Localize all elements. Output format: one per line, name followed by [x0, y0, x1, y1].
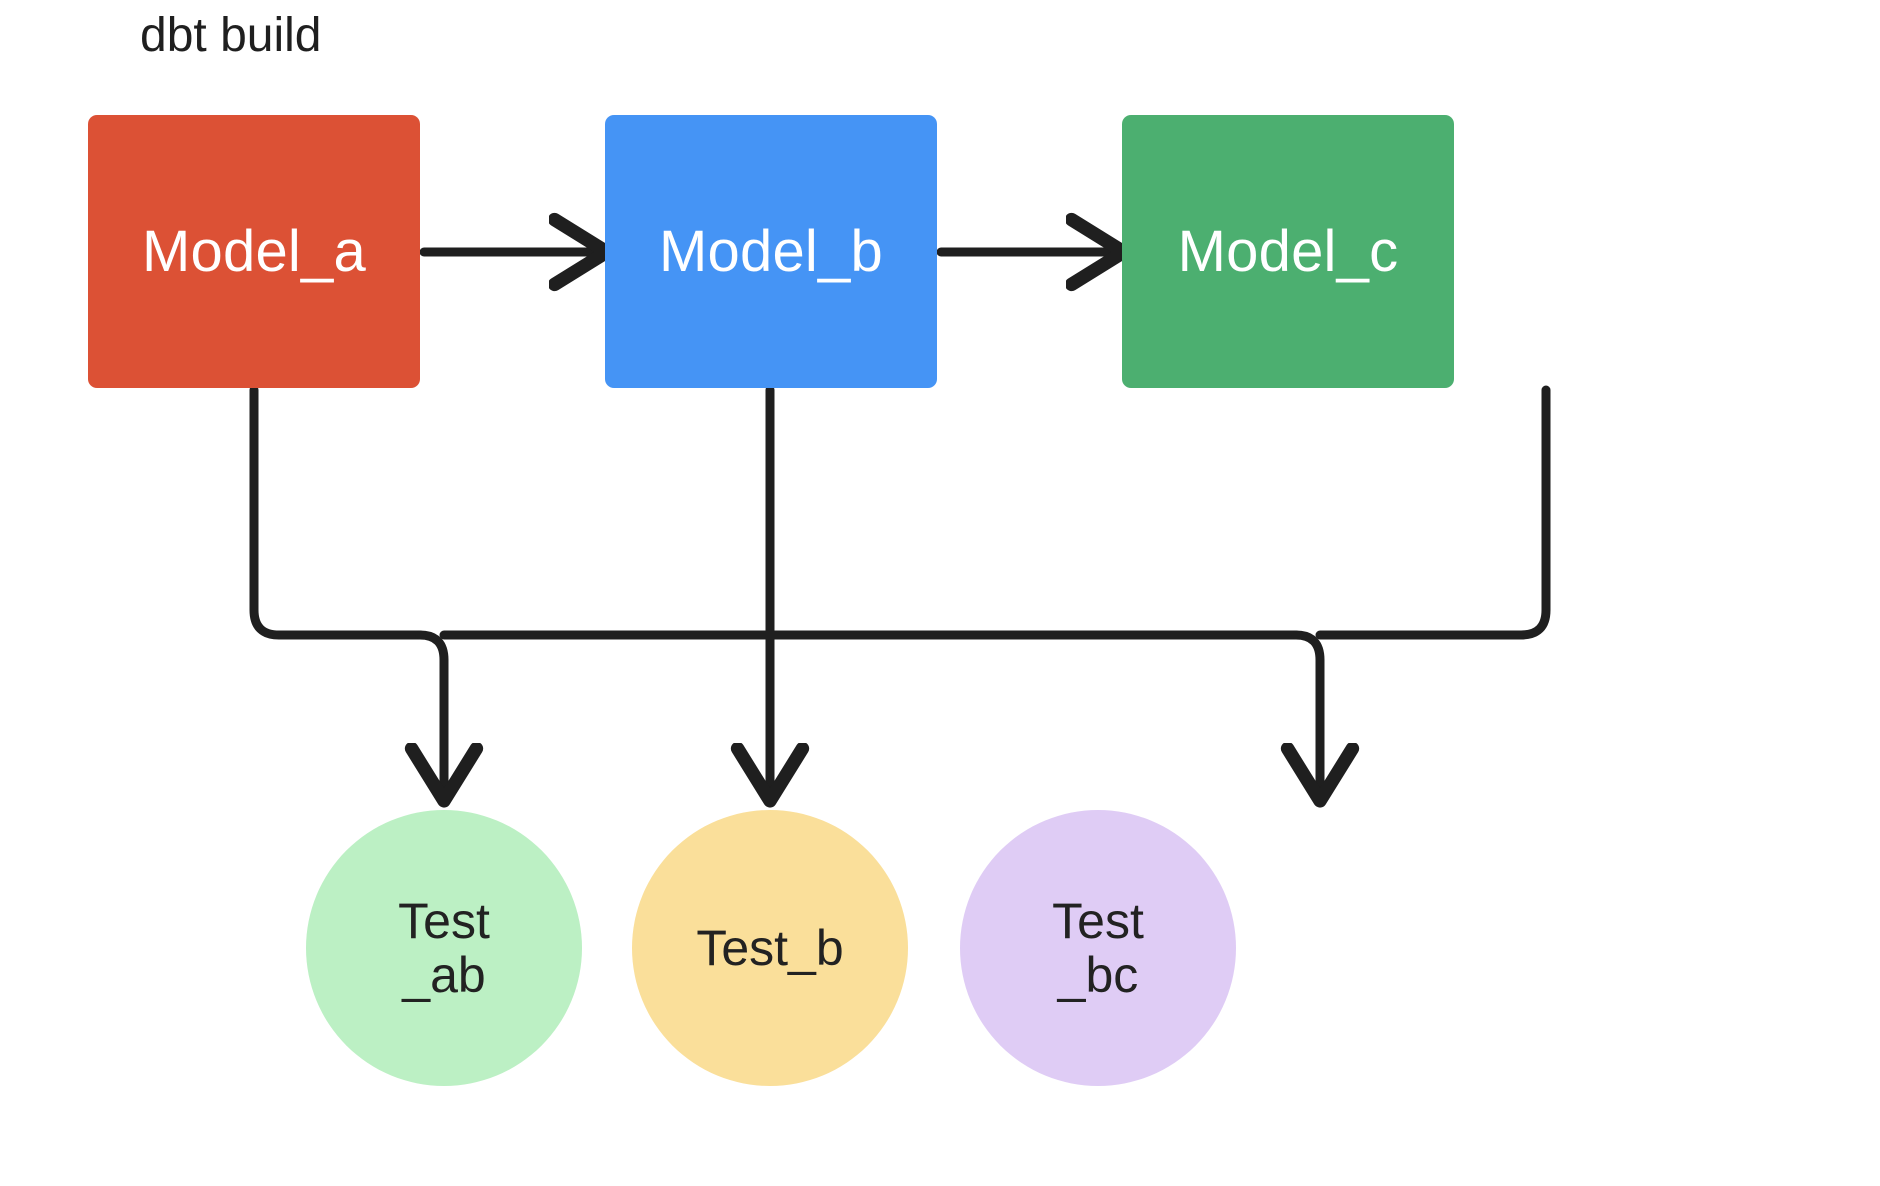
test-node-test-ab[interactable]: Test _ab	[306, 810, 582, 1086]
test-node-label: Test _ab	[398, 893, 490, 1003]
model-node-label: Model_c	[1177, 219, 1399, 284]
model-node-model-a[interactable]: Model_a	[88, 115, 420, 388]
model-node-label: Model_b	[659, 219, 883, 284]
model-node-model-b[interactable]: Model_b	[605, 115, 937, 388]
test-node-label: Test_b	[696, 920, 844, 976]
diagram-title: dbt build	[140, 9, 322, 62]
edge-branch-test-bc	[1296, 630, 1320, 790]
edge-branch-test-ab	[420, 630, 444, 790]
model-node-label: Model_a	[142, 219, 366, 284]
test-node-test-bc[interactable]: Test _bc	[960, 810, 1236, 1086]
test-node-test-b[interactable]: Test_b	[632, 810, 908, 1086]
test-node-label: Test _bc	[1052, 893, 1144, 1003]
edge-model-c-drop	[1315, 385, 1551, 640]
model-node-model-c[interactable]: Model_c	[1122, 115, 1454, 388]
edge-model-a-drop	[249, 385, 425, 640]
